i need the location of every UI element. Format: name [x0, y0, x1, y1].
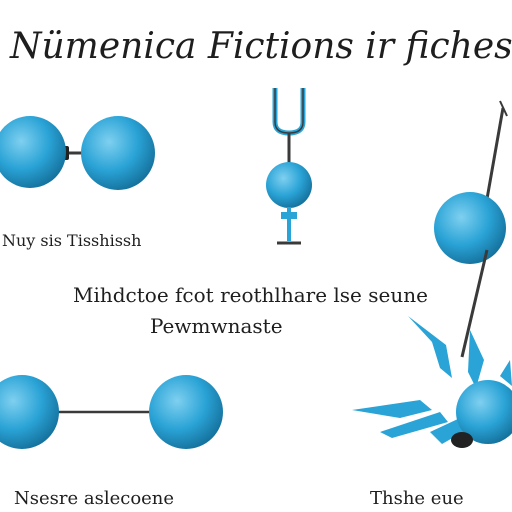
top-left-caption: Nuy sis Tisshissh: [2, 231, 141, 250]
middle-caption-line2: Pewmwnaste: [150, 314, 283, 338]
bottom-left-caption: Nsesre aslecoene: [14, 488, 174, 509]
splash-shard: [500, 360, 512, 386]
splash-shard: [408, 316, 452, 378]
dark-weight: [451, 432, 473, 448]
right-sphere: [81, 116, 155, 190]
tuning-fork-figure: [266, 88, 312, 245]
left-sphere: [0, 375, 59, 449]
splash-shard: [352, 400, 432, 418]
diagram-title: Nümenica Fictions ir fiches: [9, 26, 512, 67]
splash-shard: [380, 412, 448, 438]
rod-spheres-figure: [0, 375, 223, 449]
middle-caption-line1: Mihdctoe fcot reothlhare lse seune: [73, 283, 428, 307]
fork-bob-sphere: [266, 162, 312, 208]
splash-shard: [468, 330, 484, 388]
dumbbell-figure: [0, 116, 155, 190]
pendulum-rod: [460, 249, 489, 358]
pendulum-sphere: [434, 192, 506, 264]
pendulum-figure: [352, 100, 512, 448]
right-sphere: [149, 375, 223, 449]
landing-sphere: [456, 380, 512, 444]
left-sphere: [0, 116, 66, 188]
bottom-right-caption: Thshe eue: [370, 488, 464, 509]
